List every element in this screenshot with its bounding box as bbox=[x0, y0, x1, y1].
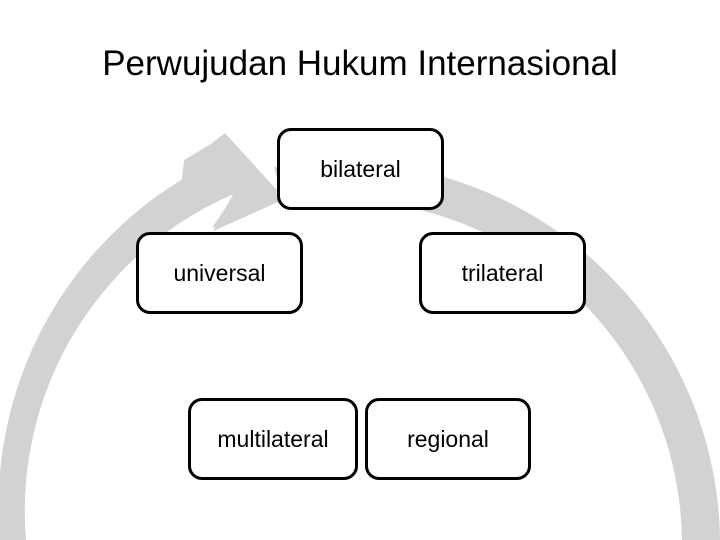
page-title: Perwujudan Hukum Internasional bbox=[102, 44, 618, 83]
node-label-bilateral: bilateral bbox=[320, 155, 401, 182]
node-box-regional[interactable]: regional bbox=[365, 398, 531, 480]
arrow-head-fill bbox=[186, 133, 285, 231]
node-box-universal[interactable]: universal bbox=[136, 232, 303, 314]
node-label-regional: regional bbox=[407, 425, 489, 452]
node-label-trilateral: trilateral bbox=[461, 259, 544, 286]
node-box-bilateral[interactable]: bilateral bbox=[277, 128, 444, 210]
node-box-trilateral[interactable]: trilateral bbox=[419, 232, 586, 314]
node-label-multilateral: multilateral bbox=[217, 425, 329, 452]
node-box-multilateral[interactable]: multilateral bbox=[188, 398, 358, 480]
node-label-universal: universal bbox=[173, 259, 266, 286]
arrow-body-right-segment bbox=[274, 161, 720, 540]
arrow-tail-left-segment bbox=[0, 152, 246, 540]
